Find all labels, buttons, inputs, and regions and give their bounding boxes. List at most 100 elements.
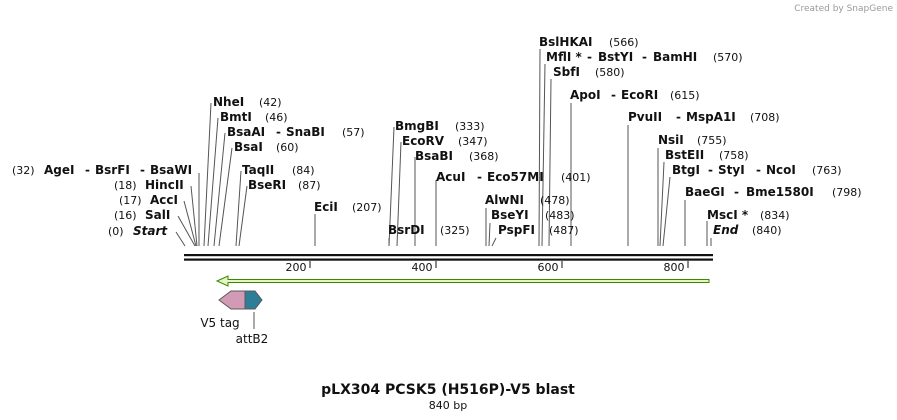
orf-arrow[interactable] xyxy=(215,275,710,287)
orf-arrow-shape[interactable] xyxy=(215,275,710,287)
start-position: (0) xyxy=(108,225,124,238)
dash: - xyxy=(734,185,739,199)
tick-label-600: 600 xyxy=(538,261,559,274)
site-mfli-row: MflI * - BstYI - BamHI (570) xyxy=(546,48,743,65)
taqii-label: TaqII xyxy=(242,163,274,177)
dash: - xyxy=(587,50,592,64)
nsii-label: NsiI xyxy=(658,133,684,147)
nhei-label: NheI xyxy=(213,95,244,109)
dash: - xyxy=(642,50,647,64)
dash: - xyxy=(611,88,616,102)
tick-label-400: 400 xyxy=(412,261,433,274)
ecorv-label: EcoRV xyxy=(402,134,445,148)
hincii-label: HincII xyxy=(145,178,184,192)
bmti-label: BmtI xyxy=(220,110,252,124)
bseri-position: (87) xyxy=(298,179,321,192)
attb2-arrow[interactable] xyxy=(244,290,263,310)
leader-bsaai xyxy=(213,132,226,247)
feature-v5-tag[interactable]: V5 tag xyxy=(200,290,246,330)
bseyi-label: BseYI xyxy=(491,208,529,222)
btgi-position: (763) xyxy=(812,164,842,177)
site-labels-left: (32) AgeI - BsrFI - BsaWI (18) HincII (1… xyxy=(12,161,192,238)
site-msci-row: MscI * (834) xyxy=(707,206,790,223)
site-pspfi-row: PspFI (487) xyxy=(498,221,579,238)
acci-position: (17) xyxy=(119,194,142,207)
site-apoi-row: ApoI - EcoRI (615) xyxy=(570,86,700,103)
end-position: (840) xyxy=(752,224,782,237)
site-taqii-row: TaqII (84) xyxy=(242,161,315,178)
agei-label: AgeI xyxy=(44,163,74,177)
site-bsrdi-row: BsrDI (325) xyxy=(388,221,470,238)
acui-position: (401) xyxy=(561,171,591,184)
alwni-label: AlwNI xyxy=(485,193,524,207)
bsabi-position: (368) xyxy=(469,150,499,163)
baegi-position: (798) xyxy=(832,186,862,199)
btgi-label: BtgI xyxy=(672,163,700,177)
dash: - xyxy=(85,163,90,177)
feature-attb2[interactable]: attB2 xyxy=(236,290,269,346)
site-sali-row: (16) SalI xyxy=(114,206,170,223)
leader-lines xyxy=(175,48,712,247)
bsawi-label: BsaWI xyxy=(150,163,192,177)
ecori-label: EcoRI xyxy=(621,88,658,102)
dash: - xyxy=(140,163,145,177)
backbone-bottom-strand xyxy=(184,258,713,261)
bsabi-label: BsaBI xyxy=(415,149,453,163)
ecii-position: (207) xyxy=(352,201,382,214)
bmgbi-label: BmgBI xyxy=(395,119,439,133)
site-ecii-row: EciI (207) xyxy=(314,198,382,215)
site-alwni-row: AlwNI (478) xyxy=(485,191,570,208)
site-sbfi-row: SbfI (580) xyxy=(553,63,625,80)
map-length: 840 bp xyxy=(429,399,467,412)
hincii-position: (18) xyxy=(114,179,137,192)
leader-bmti xyxy=(207,117,219,247)
site-bsai-row: BsaI (60) xyxy=(234,138,299,155)
bsrdi-label: BsrDI xyxy=(388,223,425,237)
apoi-position: (615) xyxy=(670,89,700,102)
v5-tag-arrow[interactable] xyxy=(218,290,246,310)
tick-label-800: 800 xyxy=(664,261,685,274)
end-label: End xyxy=(713,223,739,237)
site-labels-right: NheI (42) BmtI (46) BsaAI - SnaBI (57) B… xyxy=(213,33,862,238)
alwni-position: (478) xyxy=(540,194,570,207)
snabi-label: SnaBI xyxy=(286,125,325,139)
pvuii-position: (708) xyxy=(750,111,780,124)
leader-bseri xyxy=(238,185,248,247)
dash: - xyxy=(708,163,713,177)
agei-position: (32) xyxy=(12,164,35,177)
pspfi-label: PspFI xyxy=(498,223,535,237)
leader-nhei xyxy=(203,102,212,247)
leader-hincii xyxy=(190,185,198,247)
bsrdi-position: (325) xyxy=(440,224,470,237)
site-agei-row: (32) AgeI - BsrFI - BsaWI xyxy=(12,161,192,178)
v5-tag-label: V5 tag xyxy=(200,316,239,330)
apoi-label: ApoI xyxy=(570,88,601,102)
acui-label: AcuI xyxy=(436,170,465,184)
site-bsaai-row: BsaAI - SnaBI (57) xyxy=(227,123,365,140)
bseyi-position: (483) xyxy=(545,209,575,222)
bstyi-label: BstYI xyxy=(598,50,633,64)
pvuii-label: PvuII xyxy=(628,110,662,124)
site-bmti-row: BmtI (46) xyxy=(220,108,288,125)
leader-bmgbi xyxy=(388,126,395,247)
dash: - xyxy=(276,125,281,139)
ruler: 200 400 600 800 xyxy=(286,261,689,274)
site-nsii-row: NsiI (755) xyxy=(658,131,727,148)
leader-sali xyxy=(177,215,196,247)
eco57mi-label: Eco57MI xyxy=(487,170,544,184)
sbfi-position: (580) xyxy=(595,66,625,79)
leader-bsai xyxy=(218,147,233,247)
bsrfi-label: BsrFI xyxy=(95,163,130,177)
bsaai-position: (57) xyxy=(342,126,365,139)
pspfi-position: (487) xyxy=(549,224,579,237)
taqii-position: (84) xyxy=(292,164,315,177)
mfli-label: MflI * xyxy=(546,50,582,64)
site-nhei-row: NheI (42) xyxy=(213,93,282,110)
bsaai-label: BsaAI xyxy=(227,125,265,139)
leader-start xyxy=(175,231,186,247)
bsai-position: (60) xyxy=(276,141,299,154)
dash: - xyxy=(756,163,761,177)
site-bslhkai-row: BslHKAI (566) xyxy=(539,33,639,50)
attb2-label: attB2 xyxy=(236,332,269,346)
bsai-label: BsaI xyxy=(234,140,263,154)
